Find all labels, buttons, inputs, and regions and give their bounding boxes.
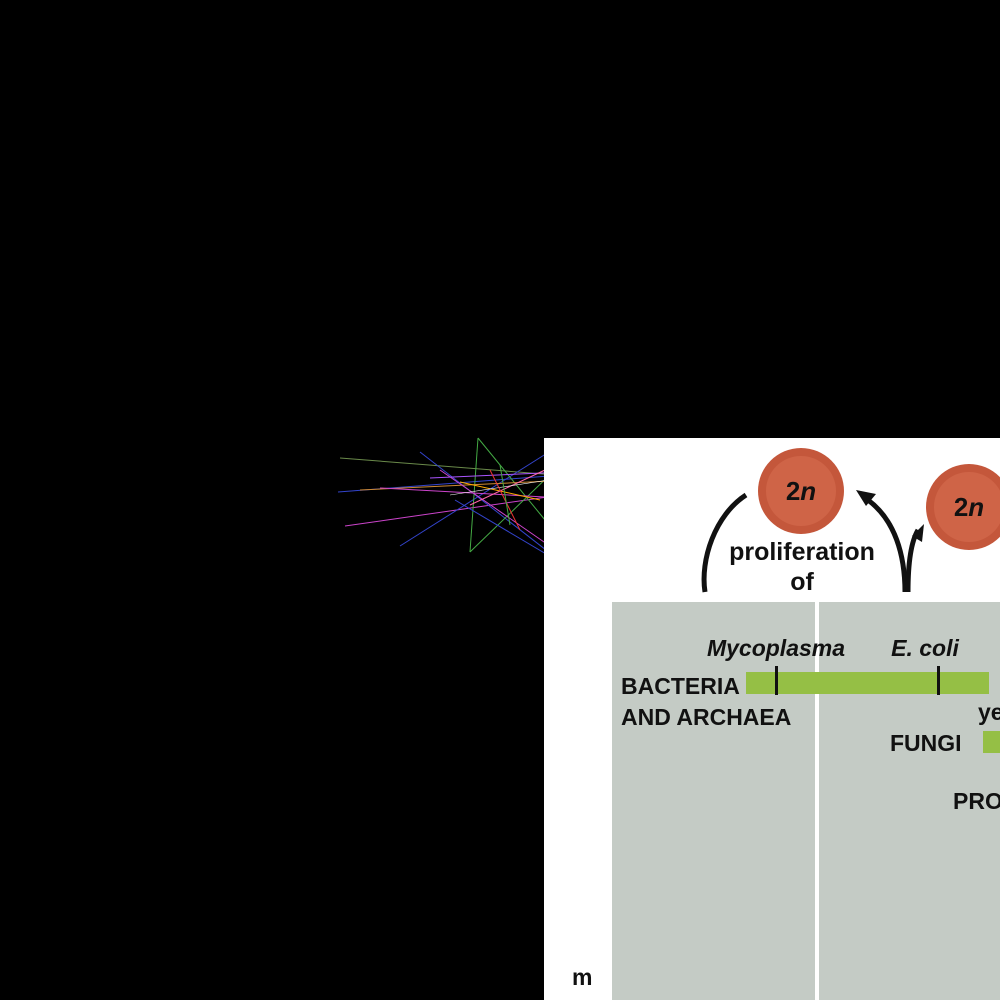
chart-background bbox=[612, 602, 1000, 1000]
bacteria-range-bar bbox=[746, 672, 989, 694]
svg-text:2n: 2n bbox=[954, 492, 984, 522]
mycoplasma-label: Mycoplasma bbox=[707, 635, 845, 661]
chart-gridline bbox=[815, 602, 819, 1000]
fungi-label: FUNGI bbox=[890, 730, 962, 756]
bacteria-label: BACTERIA bbox=[621, 673, 740, 699]
arrow-head-icon bbox=[912, 524, 924, 542]
genome-size-chart: Mycoplasma E. coli BACTERIA AND ARCHAEA … bbox=[612, 602, 1000, 1000]
cell-2n-icon: 2n bbox=[758, 448, 844, 534]
yeast-label: ye bbox=[978, 699, 1000, 725]
curved-arrow-icon bbox=[701, 492, 748, 593]
fungi-range-bar bbox=[983, 731, 1000, 753]
ecoli-tick bbox=[937, 666, 940, 695]
protists-label: PRO bbox=[953, 788, 1000, 814]
proliferation-of-label: of bbox=[790, 568, 814, 596]
svg-text:2n: 2n bbox=[786, 476, 816, 506]
arrow-head-icon bbox=[856, 490, 876, 506]
mycoplasma-tick bbox=[775, 666, 778, 695]
cell-2n-icon: 2n bbox=[926, 464, 1000, 550]
archaea-label: AND ARCHAEA bbox=[621, 704, 791, 730]
cell-cycle-diagram: 2n 2n proliferation of bbox=[701, 448, 1000, 596]
partial-label: m bbox=[572, 964, 592, 990]
proliferation-label: proliferation bbox=[729, 538, 875, 566]
curved-arrow-icon bbox=[866, 497, 908, 593]
ecoli-label: E. coli bbox=[891, 635, 959, 661]
